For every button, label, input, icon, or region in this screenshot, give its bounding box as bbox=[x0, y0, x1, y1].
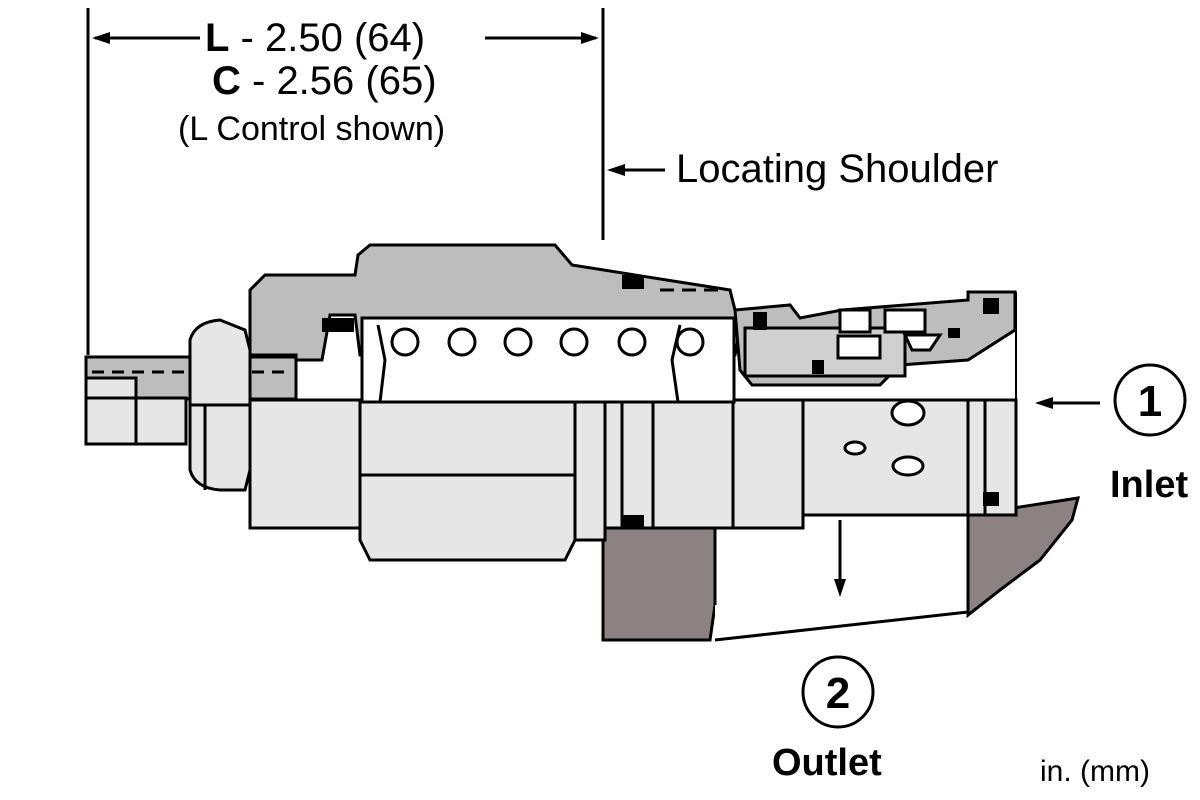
locating-shoulder-arrow bbox=[607, 164, 665, 176]
inlet-label: Inlet bbox=[1110, 464, 1188, 506]
inlet-port-circle bbox=[1113, 363, 1187, 437]
outlet-port-circle bbox=[801, 655, 875, 729]
body-section-nose bbox=[801, 398, 970, 517]
seat-block-1 bbox=[838, 308, 872, 334]
outlet-port-number: 2 bbox=[826, 669, 850, 718]
seat-block-3 bbox=[836, 334, 882, 360]
body-end-line bbox=[1015, 292, 1017, 515]
dimension-l-label: L - 2.50 (64) bbox=[205, 16, 425, 60]
seat-block-2 bbox=[883, 308, 927, 334]
dimension-line bbox=[86, 8, 605, 355]
lock-nut bbox=[188, 318, 252, 492]
cavity-wall-left bbox=[601, 526, 717, 642]
spring-guide-left bbox=[376, 324, 387, 403]
spring-guide-right bbox=[670, 324, 682, 403]
body-section-sleeve bbox=[731, 398, 805, 530]
outlet-passage-edge bbox=[714, 610, 969, 642]
locating-shoulder-label: Locating Shoulder bbox=[676, 147, 998, 191]
outlet-arrow bbox=[834, 520, 846, 597]
units-label: in. (mm) bbox=[1040, 755, 1150, 788]
body-section-groove bbox=[603, 398, 655, 530]
inlet-port-number: 1 bbox=[1138, 377, 1162, 426]
body-section-spring-seat bbox=[651, 398, 735, 530]
body-section-adjuster bbox=[248, 398, 362, 530]
dimension-c-label: C - 2.56 (65) bbox=[212, 59, 437, 103]
body-section-shoulder bbox=[573, 398, 607, 542]
inlet-arrow bbox=[1035, 397, 1100, 409]
seat-cone bbox=[902, 333, 943, 352]
o-ring-seals bbox=[322, 275, 999, 529]
body-hex-section bbox=[358, 398, 577, 562]
control-shown-note: (L Control shown) bbox=[178, 110, 445, 148]
cross-ports bbox=[843, 399, 926, 477]
spring-coils bbox=[390, 327, 705, 357]
cavity-outlet-passage bbox=[715, 605, 968, 640]
outlet-label: Outlet bbox=[772, 742, 882, 784]
